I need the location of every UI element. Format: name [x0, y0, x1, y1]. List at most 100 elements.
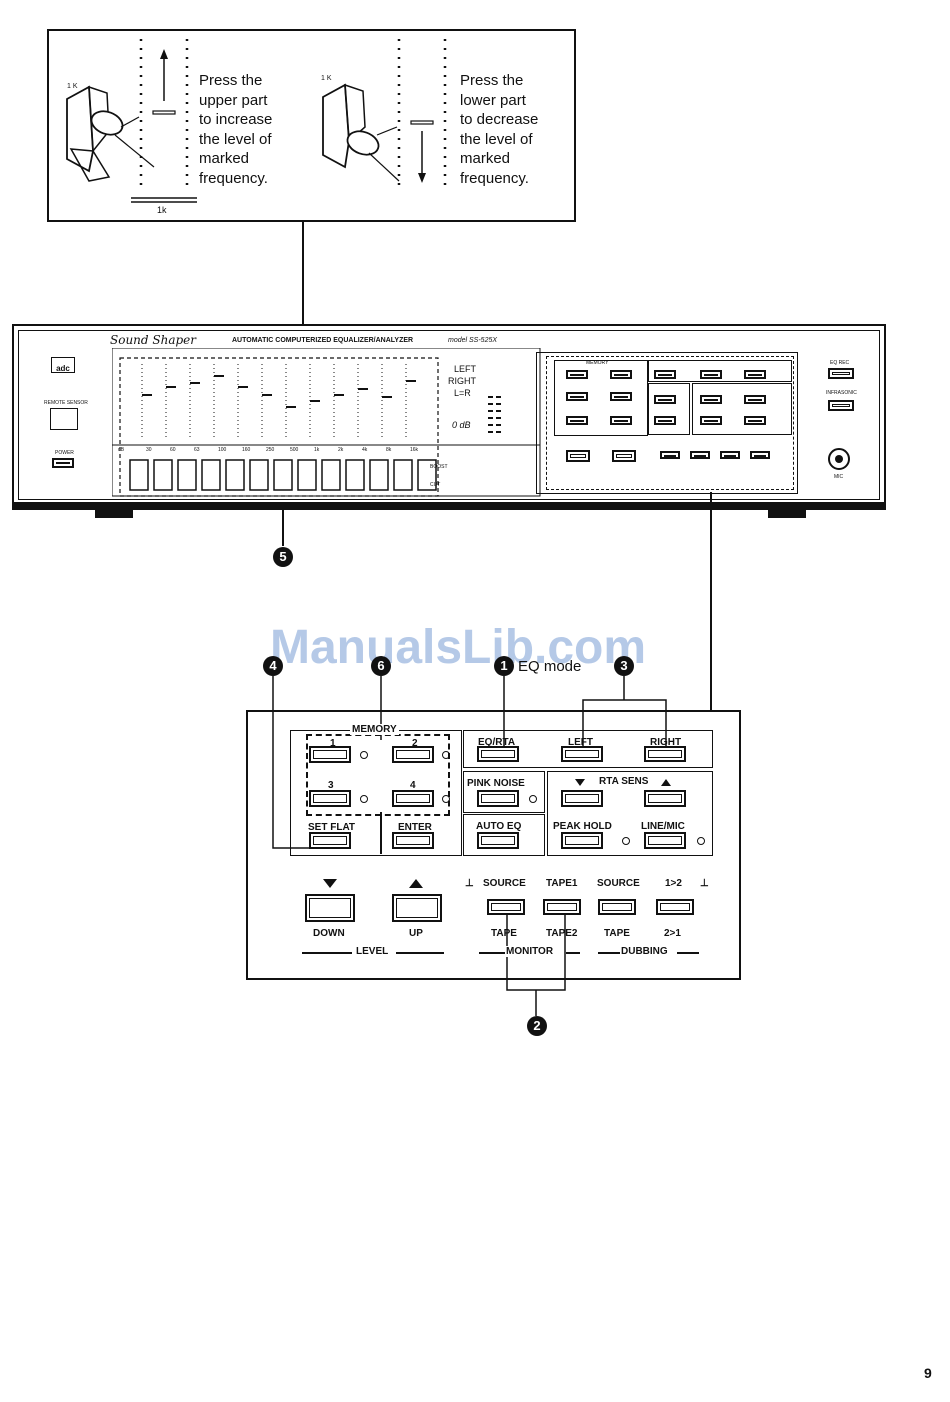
callout-2: 2 — [527, 1016, 547, 1036]
device-btn-mem1[interactable] — [566, 370, 588, 379]
memory-4-led — [442, 795, 450, 803]
peak-hold-led — [622, 837, 630, 845]
device-btn-down[interactable] — [566, 450, 590, 462]
set-flat-button[interactable] — [309, 832, 351, 849]
eq-mode-label: EQ mode — [518, 658, 582, 675]
btn-4-label: 4 — [410, 780, 416, 791]
pink-noise-led — [529, 795, 537, 803]
device-btn-monitor-source[interactable] — [660, 451, 680, 459]
device-btn-monitor-tape1[interactable] — [690, 451, 710, 459]
auto-eq-button[interactable] — [477, 832, 519, 849]
boost-label: BOOST — [430, 464, 448, 470]
dubbing-source-label: SOURCE — [597, 878, 640, 889]
dub-12-label: 1>2 — [665, 878, 682, 889]
display-lr: L=R — [454, 388, 471, 398]
monitor-tape1-tape2-button[interactable] — [543, 899, 581, 915]
level-down-button[interactable] — [305, 894, 355, 922]
eq-rta-button[interactable] — [477, 746, 519, 762]
device-control-dashed — [546, 356, 794, 490]
enter-label: ENTER — [398, 822, 432, 833]
monitor-source-tape-button[interactable] — [487, 899, 525, 915]
cut-label: CUT — [430, 482, 441, 488]
monitor-source-label: SOURCE — [483, 878, 526, 889]
device-btn-up[interactable] — [612, 450, 636, 462]
pink-noise-button[interactable] — [477, 790, 519, 807]
power-button[interactable] — [52, 458, 74, 468]
marker-right: ⊥ — [700, 878, 709, 889]
rta-sens-down-button[interactable] — [561, 790, 603, 807]
device-btn-setflat[interactable] — [566, 416, 588, 425]
peak-hold-label: PEAK HOLD — [553, 821, 612, 832]
device-btn-dub-12[interactable] — [750, 451, 770, 459]
callout-3: 3 — [614, 656, 634, 676]
band-labels: dB 30 60 63 100 160 250 500 1k 2k 4k 8k … — [118, 447, 419, 453]
line-mic-button[interactable] — [644, 832, 686, 849]
level-down-icon — [323, 879, 337, 888]
display-db: 0 dB — [452, 420, 471, 430]
callout-6: 6 — [371, 656, 391, 676]
device-btn-left[interactable] — [700, 370, 722, 379]
device-btn-mem3[interactable] — [566, 392, 588, 401]
level-up-button[interactable] — [392, 894, 442, 922]
device-btn-enter[interactable] — [610, 416, 632, 425]
device-btn-rtasens-up[interactable] — [744, 395, 766, 404]
dub-21-label: 2>1 — [664, 928, 681, 939]
memory-3-button[interactable] — [309, 790, 351, 807]
page-number: 9 — [924, 1365, 932, 1381]
callout-5: 5 — [273, 547, 293, 567]
instruction-box: 1 K 1k 1 K Press the upper part to incre… — [47, 29, 576, 222]
monitor-label: MONITOR — [506, 946, 554, 957]
memory-4-button[interactable] — [392, 790, 434, 807]
btn-1-label: 1 — [330, 738, 336, 749]
enter-button[interactable] — [392, 832, 434, 849]
device-btn-peakhold[interactable] — [700, 416, 722, 425]
right-label: RIGHT — [650, 737, 682, 748]
pink-noise-label: PINK NOISE — [467, 778, 525, 789]
device-brand: Sound Shaper — [110, 333, 197, 347]
memory-2-button[interactable] — [392, 746, 434, 763]
tape1-label: TAPE1 — [546, 878, 578, 889]
eq-rec-button[interactable] — [828, 368, 854, 379]
remote-sensor-label: REMOTE SENSOR — [44, 400, 88, 406]
tape2-label: TAPE2 — [546, 928, 578, 939]
auto-eq-label: AUTO EQ — [476, 821, 522, 832]
dubbing-source-tape-button[interactable] — [598, 899, 636, 915]
left-button[interactable] — [561, 746, 603, 762]
tape-b-label: TAPE — [604, 928, 630, 939]
infrasonic-label: INFRASONIC — [826, 390, 857, 396]
dubbing-direction-button[interactable] — [656, 899, 694, 915]
device-btn-autoeq[interactable] — [654, 416, 676, 425]
connector-line — [302, 221, 304, 361]
device-btn-mem4[interactable] — [610, 392, 632, 401]
mic-jack[interactable] — [828, 448, 850, 470]
device-btn-linemic[interactable] — [744, 416, 766, 425]
dubbing-label: DUBBING — [621, 946, 668, 957]
device-front-panel — [12, 324, 886, 510]
display-left: LEFT — [454, 364, 477, 374]
slider-label-1k-top-right: 1 K — [321, 75, 332, 82]
rta-sens-up-button[interactable] — [644, 790, 686, 807]
device-btn-eqrta[interactable] — [654, 370, 676, 379]
device-title: AUTOMATIC COMPUTERIZED EQUALIZER/ANALYZE… — [232, 337, 414, 344]
infrasonic-button[interactable] — [828, 400, 854, 411]
device-btn-mem2[interactable] — [610, 370, 632, 379]
tape-a-label: TAPE — [491, 928, 517, 939]
memory-dashed — [306, 734, 450, 816]
callout-4: 4 — [263, 656, 283, 676]
device-btn-pinknoise[interactable] — [654, 395, 676, 404]
device-btn-rtasens-down[interactable] — [700, 395, 722, 404]
right-button[interactable] — [644, 746, 686, 762]
device-btn-right[interactable] — [744, 370, 766, 379]
slider-label-1k-top: 1 K — [67, 83, 78, 90]
peak-hold-button[interactable] — [561, 832, 603, 849]
memory-1-button[interactable] — [309, 746, 351, 763]
eq-rta-label: EQ/RTA — [478, 737, 516, 748]
memory-label: MEMORY — [350, 724, 399, 735]
device-btn-dub-source[interactable] — [720, 451, 740, 459]
line-mic-led — [697, 837, 705, 845]
set-flat-label: SET FLAT — [308, 822, 356, 833]
enlarged-panel — [246, 710, 741, 980]
rta-sens-up-icon — [661, 779, 671, 786]
memory-3-led — [360, 795, 368, 803]
